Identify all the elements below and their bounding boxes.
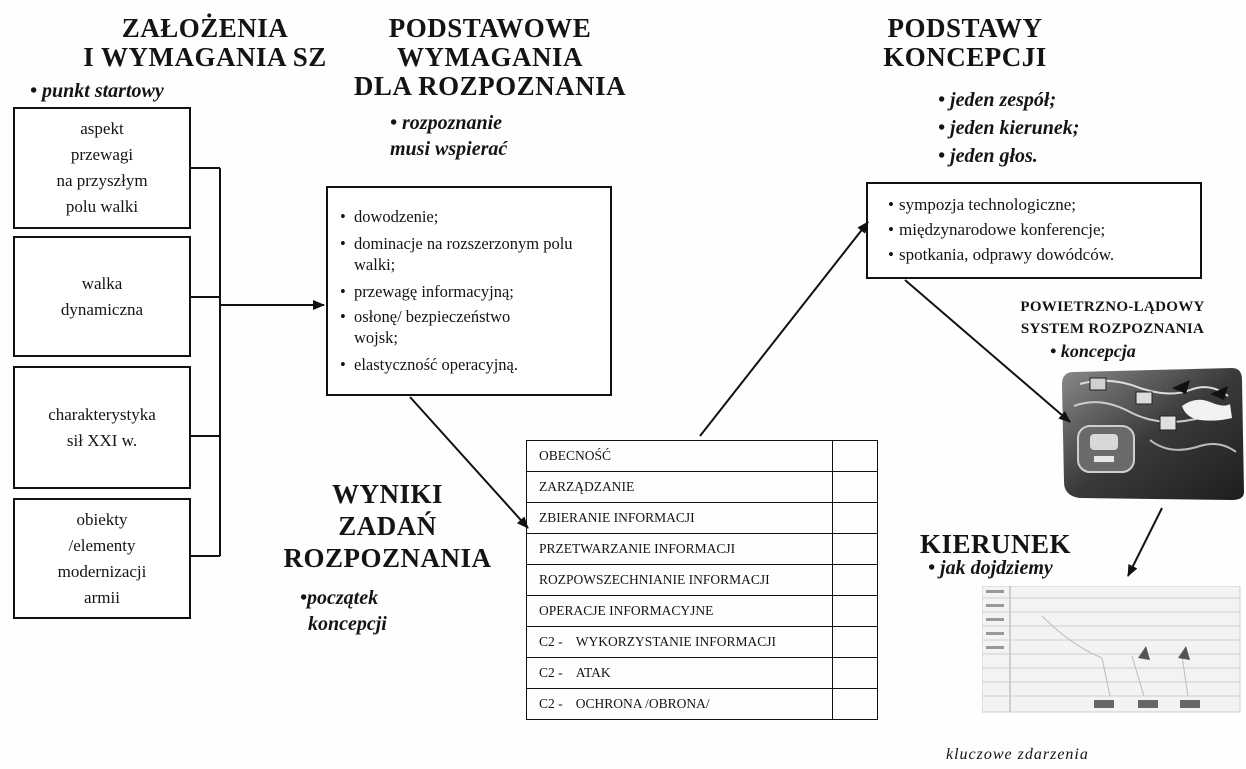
event-item: międzynarodowe konferencje; [888,217,1190,242]
requirement-item: dominacje na rozszerzonym polu walki; [340,233,584,275]
col1-title: ZAŁOŻENIA I WYMAGANIA SZ [83,13,327,72]
table-cell-text: ZARZĄDZANIE [539,479,635,494]
col1-subtitle: • punkt startowy [30,80,164,102]
results-subtitle: •początek koncepcji [300,587,387,635]
table-cell-text: PRZETWARZANIE INFORMACJI [539,541,736,556]
table-cell-text: ZBIERANIE INFORMACJI [539,510,695,525]
left-box-charakterystyka: charakterystyka sił XXI w. [13,366,191,489]
requirement-item: dowodzenie; [340,206,600,227]
timeline-caption: kluczowe zdarzenia [946,746,1089,763]
left-box-aspekt: aspekt przewagi na przyszłym polu walki [13,107,191,229]
requirements-list: dowodzenie; dominacje na rozszerzonym po… [340,206,600,375]
table-cell-label: OBECNOŚĆ [526,440,833,472]
col2-subtitle: • rozpoznanie musi wspierać [390,112,508,160]
events-box: sympozja technologiczne; międzynarodowe … [866,182,1202,279]
requirements-box: dowodzenie; dominacje na rozszerzonym po… [326,186,612,396]
table-row: OBECNOŚĆ [526,440,878,472]
left-box-walka: walka dynamiczna [13,236,191,357]
requirement-item: przewagę informacyjną; [340,281,600,302]
left-box-obiekty: obiekty /elementy modernizacji armii [13,498,191,619]
events-list: sympozja technologiczne; międzynarodowe … [888,192,1190,267]
reconnaissance-tasks-table: OBECNOŚĆ ZARZĄDZANIE ZBIERANIE INFORMACJI P… [526,440,878,720]
table-cell-empty [832,471,878,503]
table-row: ROZPOWSZECHNIANIE INFORMACJI [526,564,878,596]
col4-bullets: • jeden zespół; • jeden kierunek; • jede… [938,89,1080,167]
col4-title: PODSTAWY KONCEPCJI [883,13,1047,72]
arrow-to-events [699,221,869,437]
concept-bullet: jeden zespół; [950,89,1057,111]
reconnaissance-system-image [1062,368,1244,500]
table-cell-text: OPERACJE INFORMACYJNE [539,603,714,618]
arrow-to-table [409,396,529,529]
table-cell-prefix: C2 - [539,634,563,649]
table-cell-text: OBECNOŚĆ [539,448,612,463]
event-item: sympozja technologiczne; [888,192,1190,217]
table-cell-text: OCHRONA /OBRONA/ [575,696,710,711]
arrow-to-timeline [1127,507,1163,577]
table-row: ZBIERANIE INFORMACJI [526,502,878,534]
system-subtitle: • koncepcja [1050,341,1136,361]
table-cell-empty [832,688,878,720]
table-cell-text: ATAK [575,665,611,680]
table-cell-empty [832,626,878,658]
table-cell-label: C2 - OCHRONA /OBRONA/ [526,688,833,720]
concept-bullet: jeden głos. [950,145,1038,167]
arrow-to-system [904,279,1071,423]
table-cell-empty [832,533,878,565]
table-cell-label: ROZPOWSZECHNIANIE INFORMACJI [526,564,833,596]
requirement-item: osłonę/ bezpieczeństwo wojsk; [340,306,554,348]
table-cell-label: ZARZĄDZANIE [526,471,833,503]
event-item: spotkania, odprawy dowódców. [888,242,1190,267]
table-cell-empty [832,440,878,472]
table-cell-text: WYKORZYSTANIE INFORMACJI [575,634,777,649]
table-row: C2 - WYKORZYSTANIE INFORMACJI [526,626,878,658]
table-cell-label: ZBIERANIE INFORMACJI [526,502,833,534]
table-cell-empty [832,564,878,596]
table-cell-empty [832,595,878,627]
requirement-item: elastyczność operacyjną. [340,354,600,375]
table-row: PRZETWARZANIE INFORMACJI [526,533,878,565]
table-cell-label: PRZETWARZANIE INFORMACJI [526,533,833,565]
direction-subtitle: • jak dojdziemy [928,557,1053,579]
direction-title: KIERUNEK [920,529,1072,559]
system-title: POWIETRZNO-LĄDOWY SYSTEM ROZPOZNANIA [1020,299,1205,337]
table-cell-text: ROZPOWSZECHNIANIE INFORMACJI [539,572,770,587]
col2-title: PODSTAWOWE WYMAGANIA DLA ROZPOZNANIA [353,13,627,101]
table-cell-label: C2 - WYKORZYSTANIE INFORMACJI [526,626,833,658]
concept-bullet: jeden kierunek; [950,117,1080,139]
table-cell-prefix: C2 - [539,696,563,711]
table-cell-prefix: C2 - [539,665,563,680]
table-row: C2 - OCHRONA /OBRONA/ [526,688,878,720]
results-title: WYNIKI ZADAŃ ROZPOZNANIA [283,479,492,573]
timeline-image [982,586,1241,713]
table-row: ZARZĄDZANIE [526,471,878,503]
